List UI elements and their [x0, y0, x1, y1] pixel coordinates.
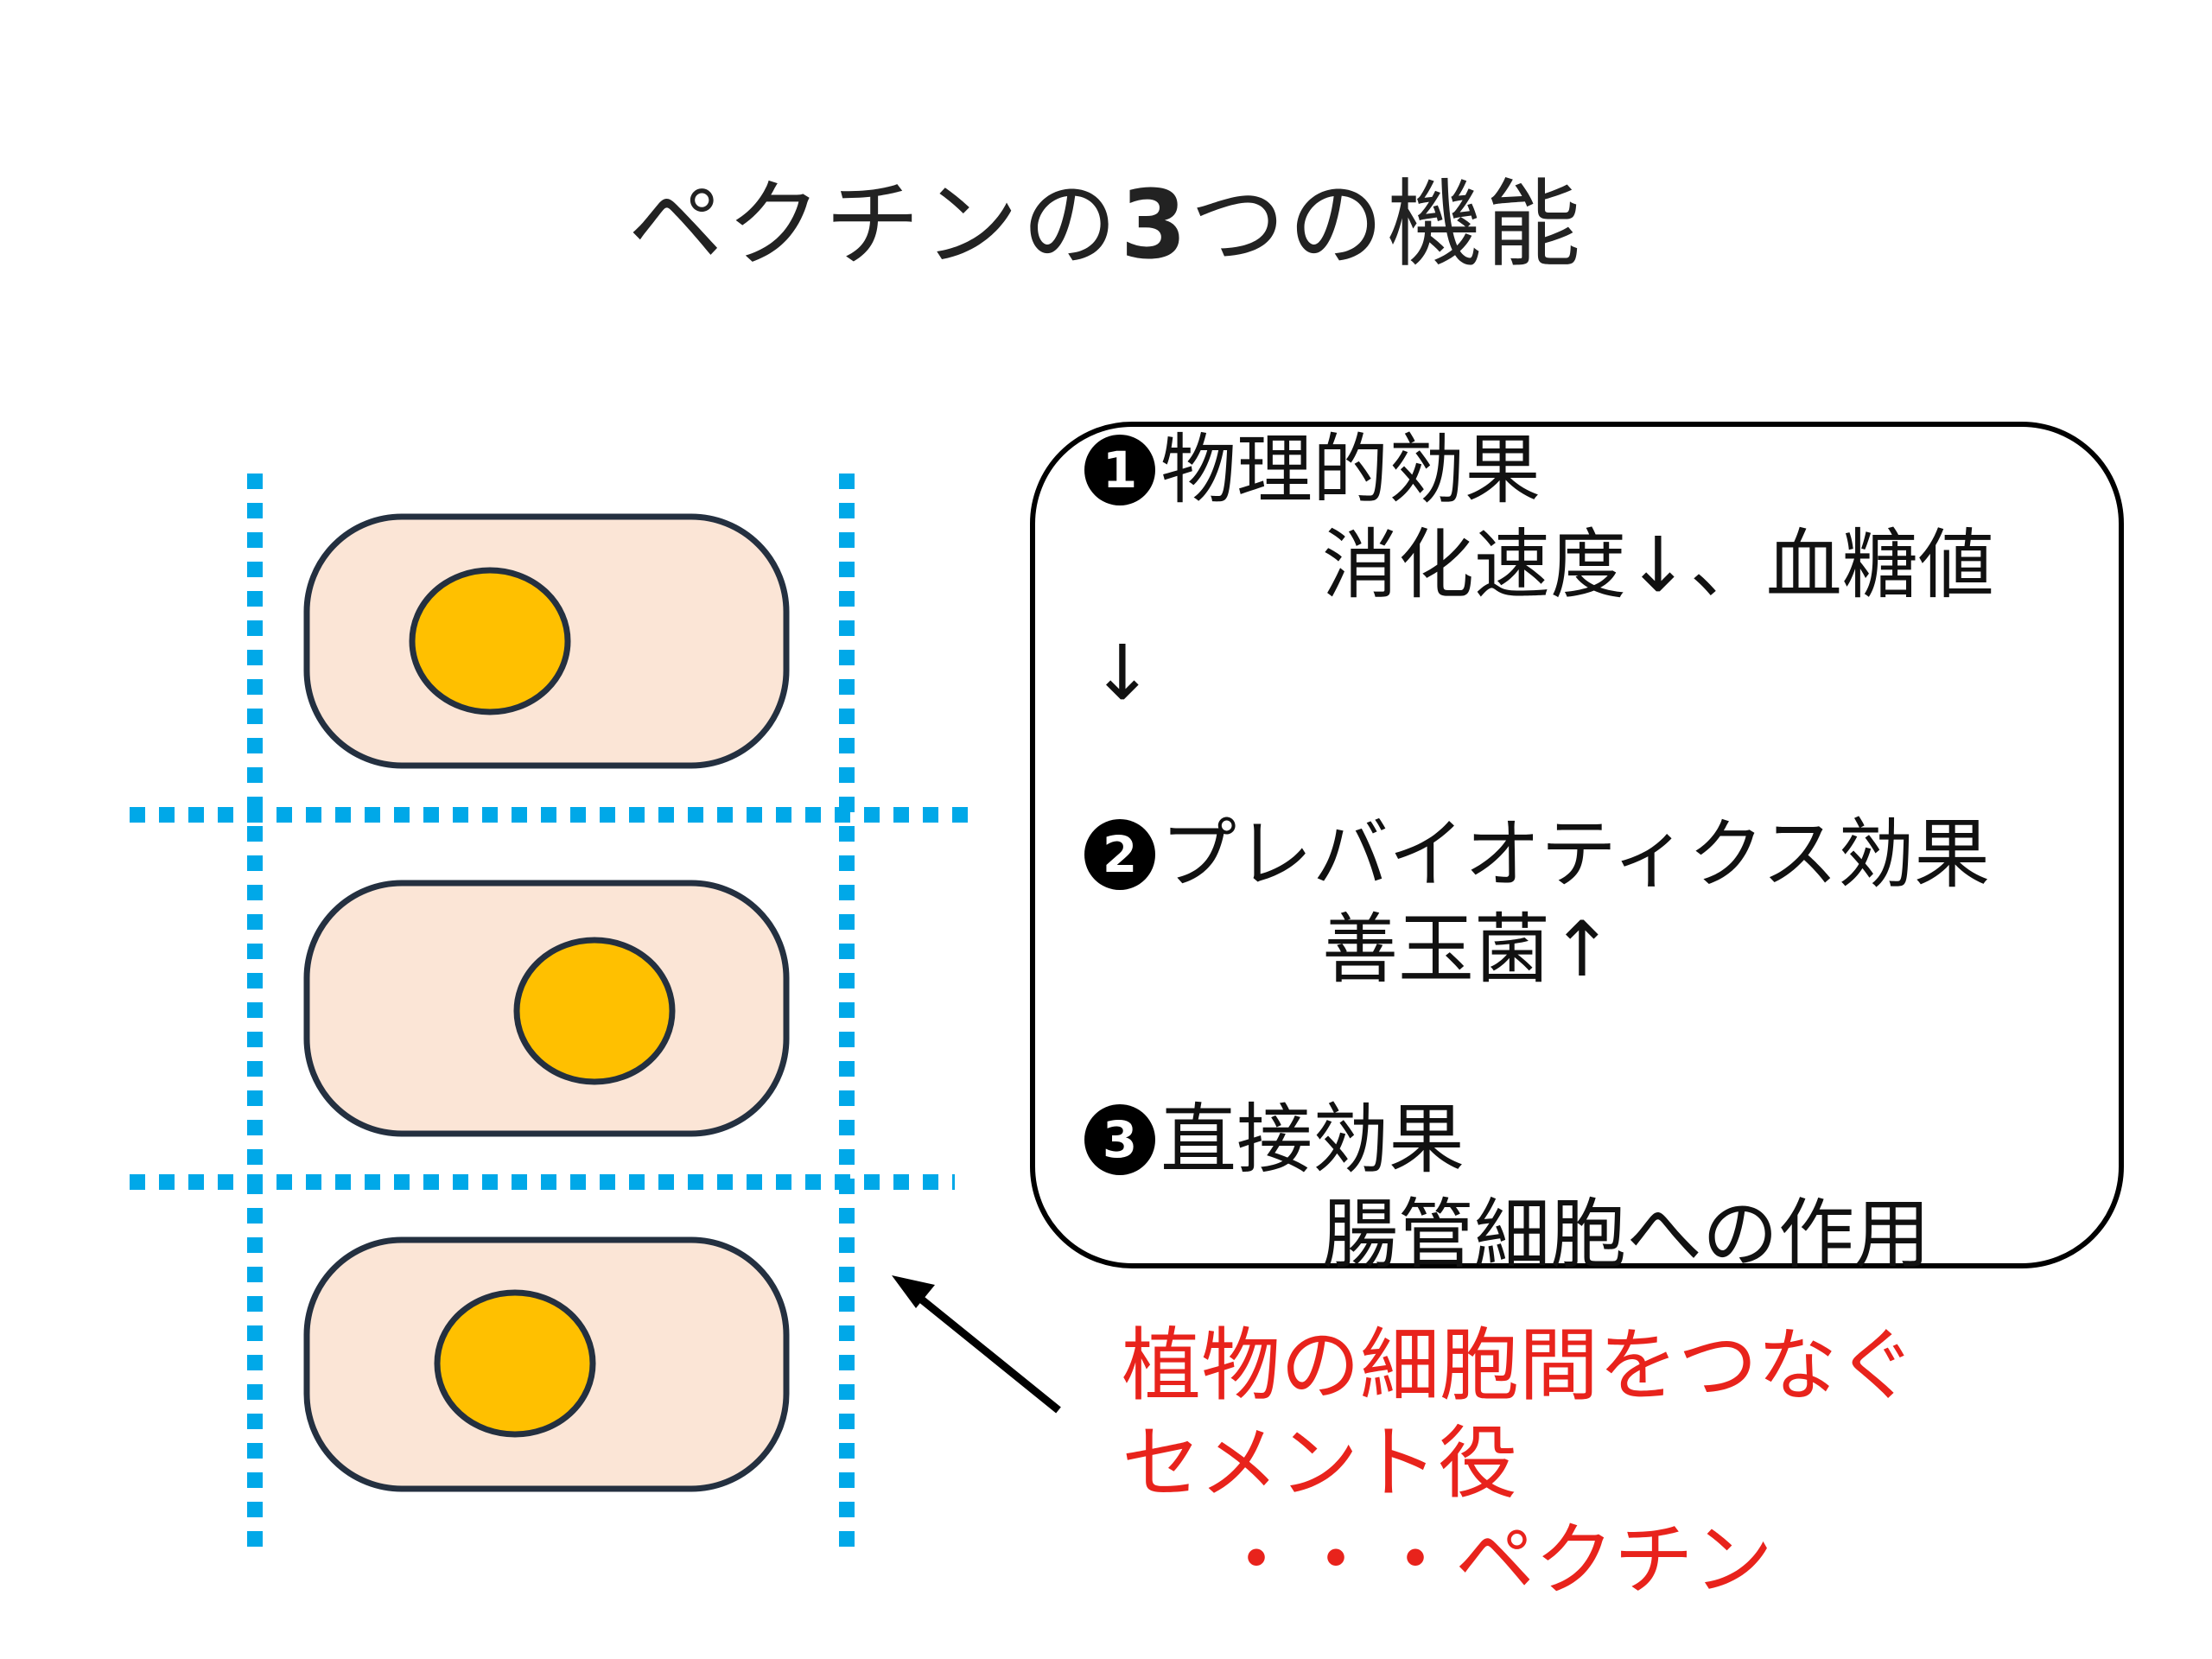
title-suffix: つの機能: [1190, 169, 1585, 280]
badge-1: 1: [1084, 435, 1155, 506]
cell-1: [303, 513, 790, 769]
function-1-title: 物理的効果: [1160, 425, 1541, 514]
title-number: 3: [1120, 169, 1191, 280]
function-2-detail: 善玉菌↑: [1322, 905, 1614, 994]
arrow-icon: [892, 1275, 1061, 1414]
nucleus: [513, 937, 676, 1085]
nucleus: [409, 567, 571, 715]
nucleus: [434, 1289, 596, 1438]
badge-2: 2: [1084, 819, 1155, 891]
cell-boundaries: [130, 474, 968, 1551]
cell-2: [303, 880, 790, 1137]
function-1-detail: 消化速度↓、血糖値: [1322, 520, 1994, 609]
title-prefix: ペクチンの: [627, 169, 1121, 280]
function-3-detail: 腸管細胞への作用: [1322, 1190, 1931, 1279]
cell-3: [303, 1236, 790, 1492]
note-line-1: 植物の細胞間をつなぐ: [1122, 1319, 1917, 1412]
functions-box: [1030, 422, 2124, 1268]
note-line-2: セメント役: [1122, 1417, 1518, 1510]
note-line-3: ・・・ペクチン: [1217, 1514, 1774, 1606]
slide-title: ペクチンの3つの機能: [0, 147, 2212, 285]
function-1-detail-wrap: ↓: [1090, 628, 1154, 717]
badge-3: 3: [1084, 1104, 1155, 1176]
function-2-title: プレバイオティクス効果: [1160, 810, 1991, 899]
function-3-title: 直接効果: [1160, 1095, 1465, 1184]
